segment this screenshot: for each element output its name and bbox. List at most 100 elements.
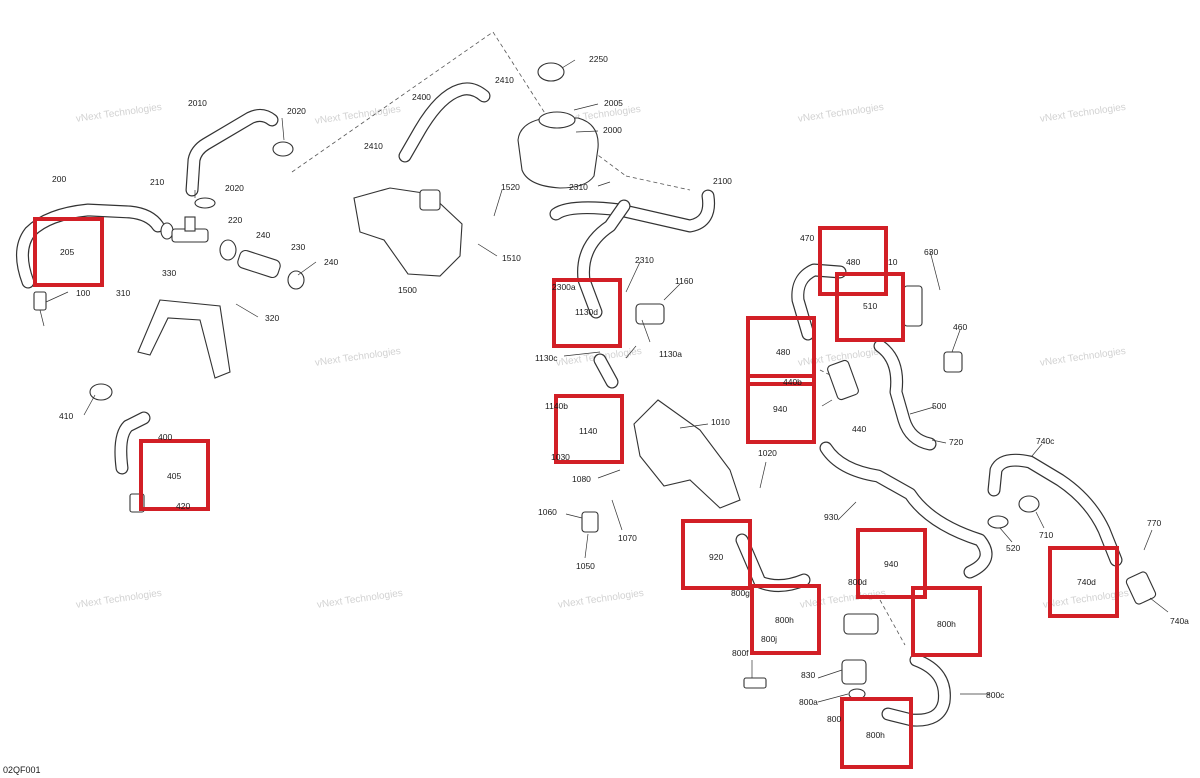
part-label: 1020 bbox=[758, 448, 777, 458]
part-label: 830 bbox=[801, 670, 815, 680]
part-label: 1130d bbox=[575, 307, 598, 317]
part-label: 405 bbox=[167, 471, 181, 481]
watermark-text: vNext Technologies bbox=[1039, 346, 1126, 369]
part-label: 1070 bbox=[618, 533, 637, 543]
part-label: 2250 bbox=[589, 54, 608, 64]
part-label: 240 bbox=[324, 257, 338, 267]
part-label: 100 bbox=[76, 288, 90, 298]
part-label: 740d bbox=[1077, 577, 1096, 587]
leader-lines bbox=[45, 59, 1169, 703]
watermark-text: vNext Technologies bbox=[314, 104, 401, 127]
highlight-box bbox=[840, 697, 913, 769]
part-label: 2310 bbox=[635, 255, 654, 265]
part-label: 210 bbox=[150, 177, 164, 187]
part-labels: 2250 2410 2400 2005 2000 2010 2020 2410 … bbox=[52, 54, 1189, 740]
part-label: 500 bbox=[932, 401, 946, 411]
part-label: 440b bbox=[783, 377, 802, 387]
highlight-box bbox=[1048, 546, 1119, 618]
diagram-code: 02QF001 bbox=[3, 765, 41, 775]
part-label: 930 bbox=[824, 512, 838, 522]
part-label: 800f bbox=[732, 648, 749, 658]
highlight-box bbox=[911, 586, 982, 657]
part-label: 1510 bbox=[502, 253, 521, 263]
part-label: 800g bbox=[731, 588, 750, 598]
part-label: 2000 bbox=[603, 125, 622, 135]
part-label: 1130c bbox=[535, 353, 558, 363]
part-label: 2010 bbox=[188, 98, 207, 108]
part-label: 800d bbox=[848, 577, 867, 587]
part-label: 630 bbox=[924, 247, 938, 257]
part-label: 480 bbox=[846, 257, 860, 267]
highlight-box bbox=[750, 584, 821, 655]
part-label: 710 bbox=[1039, 530, 1053, 540]
part-label: 2020 bbox=[225, 183, 244, 193]
part-label: 2300a bbox=[552, 282, 576, 292]
part-label: 800a bbox=[799, 697, 818, 707]
part-label: 400 bbox=[158, 432, 172, 442]
highlight-box-layer bbox=[33, 217, 1119, 769]
part-label: 230 bbox=[291, 242, 305, 252]
part-label: 1010 bbox=[711, 417, 730, 427]
highlight-box bbox=[835, 272, 905, 342]
part-label: 2410 bbox=[364, 141, 383, 151]
part-label: 2005 bbox=[604, 98, 623, 108]
part-label: 720 bbox=[949, 437, 963, 447]
highlight-box bbox=[552, 278, 622, 348]
part-label: 800h bbox=[866, 730, 885, 740]
part-label: 510 bbox=[863, 301, 877, 311]
part-label: 220 bbox=[228, 215, 242, 225]
watermark-text: vNext Technologies bbox=[314, 346, 401, 369]
part-label: 2410 bbox=[495, 75, 514, 85]
part-label: 460 bbox=[953, 322, 967, 332]
part-label: 2100 bbox=[713, 176, 732, 186]
part-label: 310 bbox=[116, 288, 130, 298]
part-label: 800h bbox=[775, 615, 794, 625]
part-label: 330 bbox=[162, 268, 176, 278]
part-label: 10 bbox=[888, 257, 898, 267]
watermark-text: vNext Technologies bbox=[557, 588, 644, 611]
part-label: 1060 bbox=[538, 507, 557, 517]
watermark-text: vNext Technologies bbox=[75, 102, 162, 125]
part-label: 800 bbox=[827, 714, 841, 724]
part-label: 920 bbox=[709, 552, 723, 562]
part-label: 1500 bbox=[398, 285, 417, 295]
part-label: 1140 bbox=[579, 426, 598, 436]
part-label: 1520 bbox=[501, 182, 520, 192]
part-label: 2310 bbox=[569, 182, 588, 192]
part-label: 470 bbox=[800, 233, 814, 243]
part-label: 1130a bbox=[659, 349, 682, 359]
part-label: 940 bbox=[884, 559, 898, 569]
part-label: 940 bbox=[773, 404, 787, 414]
part-label: 740c bbox=[1036, 436, 1055, 446]
highlight-box bbox=[681, 519, 752, 590]
part-label: 320 bbox=[265, 313, 279, 323]
part-label: 240 bbox=[256, 230, 270, 240]
part-label: 1050 bbox=[576, 561, 595, 571]
part-label: 1030 bbox=[551, 452, 570, 462]
part-label: 2020 bbox=[287, 106, 306, 116]
part-label: 440 bbox=[852, 424, 866, 434]
part-label: 200 bbox=[52, 174, 66, 184]
part-label: 800j bbox=[761, 634, 777, 644]
highlight-box bbox=[554, 394, 624, 464]
part-label: 480 bbox=[776, 347, 790, 357]
watermark-text: vNext Technologies bbox=[1039, 102, 1126, 125]
part-label: 800h bbox=[937, 619, 956, 629]
part-label: 420 bbox=[176, 501, 190, 511]
highlight-box bbox=[139, 439, 210, 511]
watermark-text: vNext Technologies bbox=[799, 588, 886, 611]
part-label: 205 bbox=[60, 247, 74, 257]
watermark-text: vNext Technologies bbox=[797, 102, 884, 125]
part-label: 1160 bbox=[675, 276, 694, 286]
highlight-box bbox=[818, 226, 888, 296]
part-label: 410 bbox=[59, 411, 73, 421]
part-label: 520 bbox=[1006, 543, 1020, 553]
part-label: 1080 bbox=[572, 474, 591, 484]
part-label: 740a bbox=[1170, 616, 1189, 626]
highlight-box bbox=[746, 374, 816, 444]
part-label: 2400 bbox=[412, 92, 431, 102]
highlight-box bbox=[856, 528, 927, 599]
part-label: 800c bbox=[986, 690, 1005, 700]
part-label: 770 bbox=[1147, 518, 1161, 528]
